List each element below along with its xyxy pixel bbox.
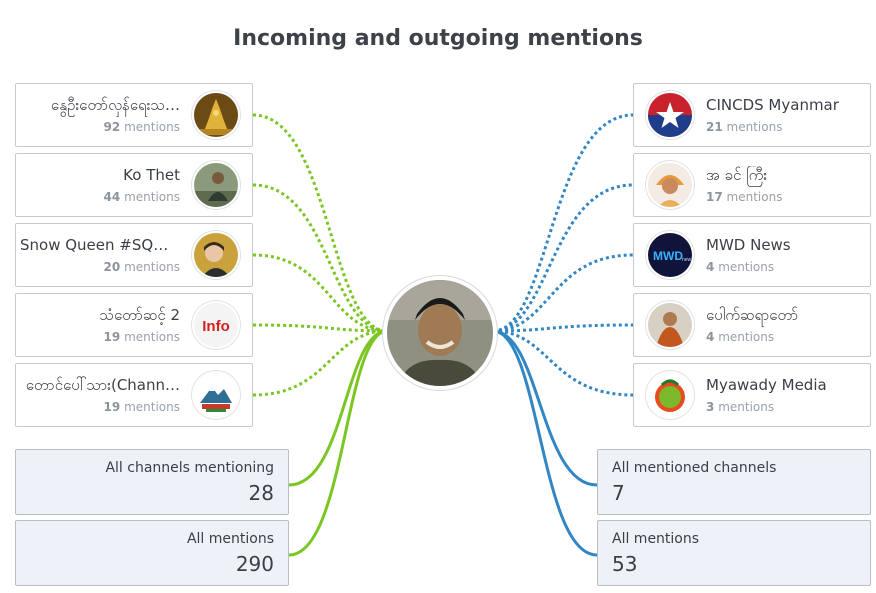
mention-count: 21 mentions (706, 120, 783, 134)
channels-mentioning-total: All channels mentioning 28 (15, 449, 289, 515)
total-label: All mentions (612, 531, 700, 547)
outgoing-connector (492, 323, 634, 333)
channel-name: CINCDS Myanmar (706, 96, 839, 114)
page-title: Incoming and outgoing mentions (233, 26, 643, 51)
mention-count: 19 mentions (103, 400, 180, 414)
person-photo-icon (194, 233, 238, 277)
channel-avatar[interactable] (387, 280, 493, 386)
incoming-total-connector (288, 329, 388, 487)
mention-count: 3 mentions (706, 400, 775, 414)
incoming-channel-card[interactable]: သံတော်ဆင့် 2 19 mentions Info (15, 293, 253, 357)
total-value: 7 (612, 481, 625, 505)
channel-name: Myawady Media (706, 376, 827, 394)
outgoing-total-connector (492, 329, 598, 487)
channel-name: ပေါက်ဆရာတော် (706, 306, 799, 324)
mention-count: 92 mentions (103, 120, 180, 134)
total-value: 28 (248, 481, 274, 505)
info-logo-icon: Info (194, 303, 238, 347)
outgoing-channel-card[interactable]: CINCDS Myanmar 21 mentions (633, 83, 871, 147)
mention-count: 4 mentions (706, 330, 775, 344)
incoming-connector (252, 323, 388, 333)
channel-name: သံတော်ဆင့် 2 (99, 306, 180, 324)
mentioned-channels-total: All mentioned channels 7 (597, 449, 871, 515)
monk-photo-icon (648, 303, 692, 347)
outgoing-connector (492, 183, 634, 333)
mention-count: 4 mentions (706, 260, 775, 274)
incoming-channel-card[interactable]: နွေဦးတော်လှန်ရေးသ… 92 mentions (15, 83, 253, 147)
svg-text:Info: Info (202, 318, 230, 335)
total-label: All channels mentioning (105, 460, 274, 476)
incoming-channel-card[interactable]: Snow Queen #SQ🇲🇲… 20 mentions (15, 223, 253, 287)
all-mentions-incoming-total: All mentions 290 (15, 520, 289, 586)
person-photo-icon (194, 163, 238, 207)
total-label: All mentions (186, 531, 274, 547)
channel-name: တောင်ပေါ်သား(Chann… (25, 376, 180, 394)
channel-name: Snow Queen #SQ🇲🇲… (20, 236, 180, 254)
person-photo-icon (648, 163, 692, 207)
outgoing-channel-card[interactable]: MWDnews MWD News 4 mentions (633, 223, 871, 287)
total-value: 53 (612, 552, 638, 576)
svg-text:news: news (682, 257, 692, 263)
incoming-connector (252, 329, 388, 397)
svg-text:MWD: MWD (653, 249, 683, 263)
golden-pagoda-icon (194, 93, 238, 137)
mention-count: 44 mentions (103, 190, 180, 204)
mention-count: 19 mentions (103, 330, 180, 344)
myawady-logo-icon (648, 373, 692, 417)
outgoing-channel-card[interactable]: ပေါက်ဆရာတော် 4 mentions (633, 293, 871, 357)
person-photo-icon (387, 280, 493, 386)
all-mentions-outgoing-total: All mentions 53 (597, 520, 871, 586)
mention-count: 17 mentions (706, 190, 783, 204)
incoming-connector (252, 183, 388, 333)
incoming-channel-card[interactable]: တောင်ပေါ်သား(Chann… 19 mentions (15, 363, 253, 427)
total-value: 290 (235, 552, 274, 576)
incoming-connector (252, 113, 388, 333)
channel-name: အ ခင် ကြီး (706, 166, 768, 184)
incoming-total-connector (288, 329, 388, 557)
incoming-channel-card[interactable]: Ko Thet 44 mentions (15, 153, 253, 217)
outgoing-channel-card[interactable]: အ ခင် ကြီး 17 mentions (633, 153, 871, 217)
channel-name: MWD News (706, 236, 791, 254)
channel-name: နွေဦးတော်လှန်ရေးသ… (50, 96, 180, 114)
outgoing-total-connector (492, 329, 598, 557)
mwd-logo-icon: MWDnews (648, 233, 692, 277)
channel-name: Ko Thet (123, 166, 180, 184)
total-label: All mentioned channels (612, 460, 777, 476)
outgoing-channel-card[interactable]: Myawady Media 3 mentions (633, 363, 871, 427)
outgoing-connector (492, 113, 634, 333)
mountain-logo-icon (194, 373, 238, 417)
mention-count: 20 mentions (103, 260, 180, 274)
outgoing-connector (492, 329, 634, 397)
star-flag-icon (648, 93, 692, 137)
incoming-connector (252, 253, 388, 333)
outgoing-connector (492, 253, 634, 333)
